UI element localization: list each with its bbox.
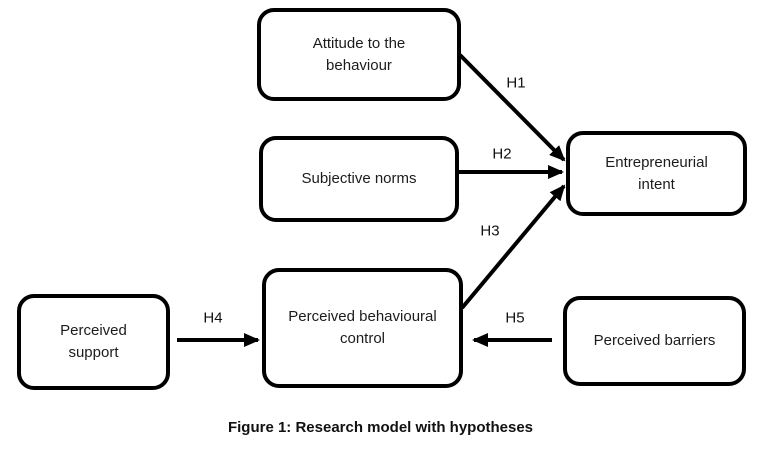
node-label: Perceived behavioural control: [288, 308, 437, 347]
figure-caption: Figure 1: Research model with hypotheses: [227, 419, 534, 436]
node-label: Entrepreneurial intent: [605, 153, 708, 193]
node-subjective-norms: Subjective norms: [259, 136, 459, 222]
node-perceived-barriers: Perceived barriers: [563, 296, 746, 386]
node-label: Perceived barriers: [593, 332, 716, 350]
edge-h1-arrow: [458, 53, 566, 162]
edge-label-h2: H2: [492, 145, 512, 163]
edge-label-h5: H5: [505, 309, 525, 327]
node-label: Attitude to the behaviour: [312, 34, 406, 74]
node-label: Perceived support: [60, 322, 127, 361]
edge-h3-arrow: [460, 184, 566, 310]
node-attitude-to-the-behaviour: Attitude to the behaviour: [257, 8, 461, 101]
node-perceived-behavioural-control: Perceived behavioural control: [262, 268, 463, 388]
edge-label-h1: H1: [506, 74, 526, 92]
node-entrepreneurial-intent: Entrepreneurial intent: [566, 131, 747, 216]
node-label: Subjective norms: [301, 170, 417, 188]
edge-label-h3: H3: [480, 222, 500, 240]
edge-label-h4: H4: [203, 309, 223, 327]
node-perceived-support: Perceived support: [17, 294, 170, 390]
